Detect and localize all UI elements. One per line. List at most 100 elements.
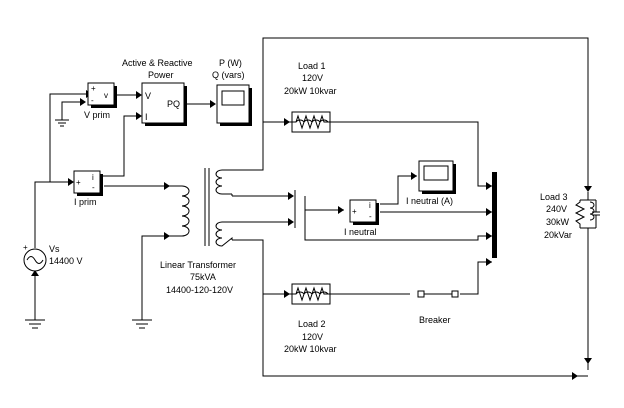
arrow-bus-2 xyxy=(486,208,492,216)
scope-ineutral-screen xyxy=(423,165,449,181)
arrow-switch-1 xyxy=(288,192,294,200)
wire-source-v xyxy=(49,93,86,182)
scope-pq-screen xyxy=(221,90,245,106)
transformer-label-line1: Linear Transformer xyxy=(160,260,236,270)
current-measurement-iprim[interactable]: + i - I prim xyxy=(73,170,103,207)
wire-sec2-lower xyxy=(262,294,588,377)
arrow-load2-in xyxy=(284,290,290,298)
svg-text:-: - xyxy=(369,212,372,221)
arrow-transformer-in xyxy=(164,182,170,190)
load3-label-line3: 30kW xyxy=(546,217,570,227)
load3-inductor xyxy=(589,201,595,221)
pq-out: PQ xyxy=(167,99,180,109)
ineutral-scope-label: I neutral (A) xyxy=(406,196,453,206)
load1-label-line2: 120V xyxy=(302,73,323,83)
bus-bar xyxy=(492,172,497,258)
current-measurement-ineutral[interactable]: + i - I neutral xyxy=(344,199,379,237)
svg-text:-: - xyxy=(91,96,94,105)
load1[interactable]: Load 1 120V 20kW 10kvar xyxy=(284,61,337,133)
arrow-load3-top xyxy=(584,186,592,192)
load3-resistor xyxy=(574,200,586,228)
breaker-label: Breaker xyxy=(419,315,451,325)
wire-sec2-mid xyxy=(304,222,492,241)
arrow-switch-2 xyxy=(288,218,294,226)
arrow-bus-1 xyxy=(486,182,492,190)
wire-source-top xyxy=(34,181,50,248)
load3[interactable]: Load 3 240V 30kW 20kVar xyxy=(540,192,600,240)
transformer-label-line2: 75kVA xyxy=(190,272,216,282)
iprim-label: I prim xyxy=(74,197,97,207)
scope-pq-title-line1: P (W) xyxy=(219,58,242,68)
arrow-iprim xyxy=(68,178,74,186)
load1-resistor xyxy=(292,114,330,130)
vprim-port-label: v xyxy=(104,91,108,100)
vprim-label: V prim xyxy=(84,110,110,120)
pq-in-i: I xyxy=(145,112,148,122)
wire-iprim-meas xyxy=(98,115,140,177)
ground-vprim xyxy=(55,119,69,127)
wire-primary-ground xyxy=(141,235,170,320)
ineutral-label: I neutral xyxy=(344,227,377,237)
svg-text:+: + xyxy=(91,84,96,93)
arrow-bus-4 xyxy=(486,258,492,266)
arrow-bus-3 xyxy=(486,232,492,240)
arrow-transformer-gnd xyxy=(164,232,170,240)
arrow-scope-neutral xyxy=(411,172,417,180)
load1-label-line3: 20kW 10kvar xyxy=(284,86,337,96)
arrow-scope-pq xyxy=(210,100,216,108)
svg-text:i: i xyxy=(369,201,371,210)
source-value: 14400 V xyxy=(49,256,83,266)
svg-text:+: + xyxy=(76,178,81,187)
pq-title-line2: Power xyxy=(148,70,174,80)
load3-label-line4: 20kVar xyxy=(544,230,572,240)
breaker-terminal-right xyxy=(451,290,459,298)
linear-transformer[interactable]: Linear Transformer 75kVA 14400-120-120V xyxy=(160,168,236,295)
wire-sec2-bus xyxy=(232,239,292,295)
wire-vprim-ground xyxy=(61,101,80,120)
wire-breaker-bus xyxy=(460,261,492,295)
breaker-terminal-left xyxy=(417,290,425,298)
arrow-bottom-return xyxy=(572,372,578,380)
breaker[interactable]: Breaker xyxy=(417,290,459,325)
arrow-pq-v xyxy=(136,91,142,99)
wire-top-feeder xyxy=(262,37,589,186)
arrow-source-up xyxy=(31,270,39,276)
arrow-load1-in xyxy=(284,118,290,126)
wire-load1-bus xyxy=(330,121,492,187)
load2-label-line2: 120V xyxy=(302,332,323,342)
wire-sec1 xyxy=(232,122,264,171)
voltage-measurement-vprim[interactable]: + - v V prim xyxy=(84,82,117,120)
scope-ineutral[interactable]: I neutral (A) xyxy=(406,160,456,206)
transformer-label-line3: 14400-120-120V xyxy=(166,285,233,295)
iprim-port-label: i xyxy=(92,173,94,182)
connector-port xyxy=(294,190,306,228)
source-name: Vs xyxy=(49,244,60,254)
transformer-secondary2-winding xyxy=(215,221,233,247)
load3-label-line1: Load 3 xyxy=(540,192,568,202)
arrow-neutral-in xyxy=(338,206,344,214)
transformer-primary-winding xyxy=(170,185,190,237)
arrow-pq-i xyxy=(136,112,142,120)
pq-in-v: V xyxy=(145,91,151,101)
pq-title-line1: Active & Reactive xyxy=(122,58,193,68)
arrow-vprim-minus xyxy=(80,98,86,106)
load1-inductor xyxy=(295,119,329,123)
svg-text:+: + xyxy=(23,243,28,252)
ground-primary xyxy=(132,319,152,329)
scope-pq[interactable]: P (W) Q (vars) xyxy=(212,58,252,126)
svg-text:-: - xyxy=(92,183,95,192)
load3-label-line2: 240V xyxy=(546,204,567,214)
load2[interactable]: Load 2 120V 20kW 10kvar xyxy=(284,283,337,354)
wire-neutral-scope xyxy=(380,175,417,205)
scope-pq-title-line2: Q (vars) xyxy=(212,70,245,80)
load2-resistor xyxy=(292,286,330,302)
arrow-load3-bottom xyxy=(584,358,592,364)
load2-label-line3: 20kW 10kvar xyxy=(284,344,337,354)
ground-source xyxy=(25,319,45,329)
load1-label-line1: Load 1 xyxy=(298,61,326,71)
transformer-secondary1-winding xyxy=(215,169,233,196)
voltage-source-vs[interactable]: + Vs 14400 V xyxy=(23,243,83,272)
active-reactive-power-block[interactable]: Active & Reactive Power V I PQ xyxy=(122,58,193,126)
svg-text:+: + xyxy=(352,207,357,216)
